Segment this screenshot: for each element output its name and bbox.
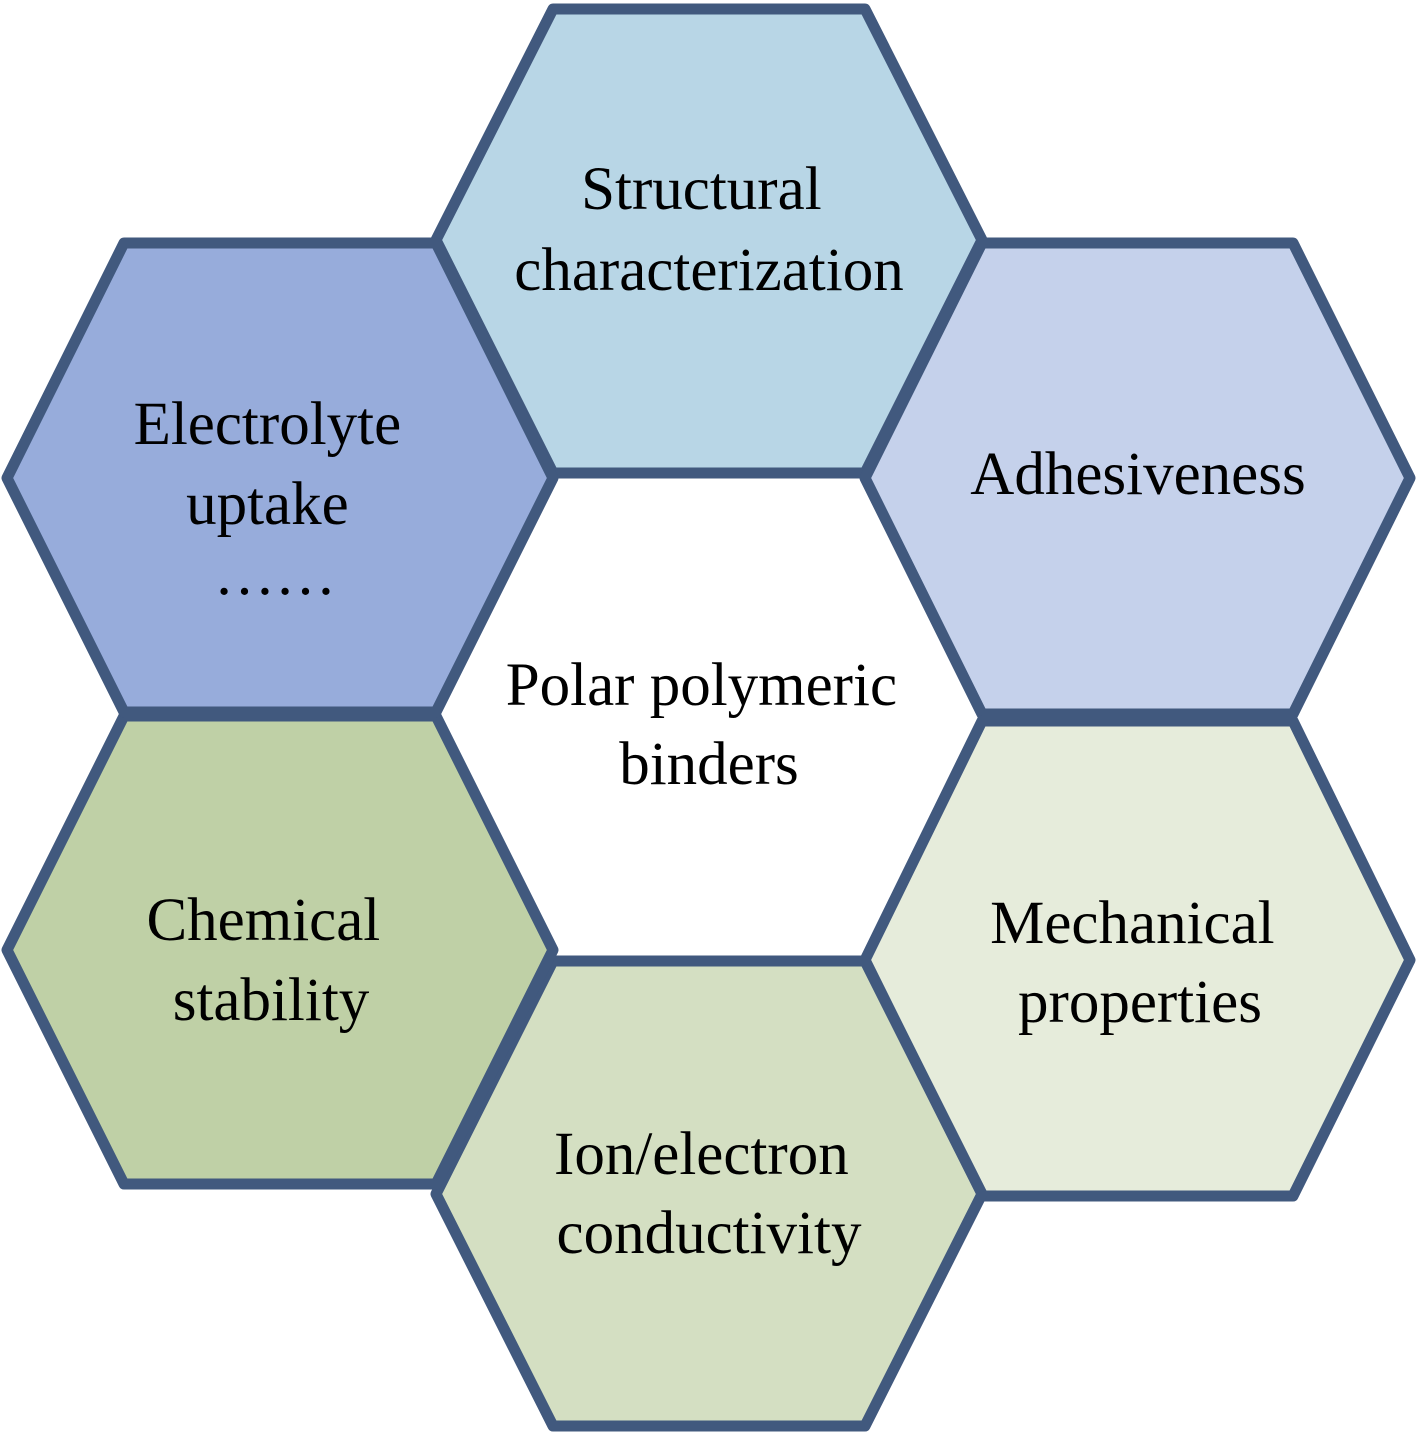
hex-label-ion-electron-conductivity: Ion/electron conductivity	[554, 1121, 864, 1267]
hex-label-mechanical-properties: Mechanical properties	[990, 890, 1290, 1036]
center-label: Polar polymeric binders	[506, 652, 913, 798]
hex-adhesiveness: Adhesiveness	[859, 237, 1416, 720]
hex-shape-electrolyte-uptake	[1, 237, 559, 718]
hex-shape-adhesiveness	[859, 237, 1416, 720]
hex-shape-ion-electron-conductivity	[430, 955, 988, 1432]
hex-chemical-stability: Chemical stability	[1, 710, 559, 1190]
hex-label-adhesiveness: Adhesiveness	[970, 441, 1305, 508]
center-title: Polar polymeric binders	[506, 652, 913, 798]
hex-label-electrolyte-uptake: Electrolyte uptake ……	[134, 391, 417, 608]
hex-electrolyte-uptake: Electrolyte uptake ……	[1, 237, 559, 718]
hex-label-chemical-stability: Chemical stability	[146, 887, 395, 1034]
hex-ion-electron-conductivity: Ion/electron conductivity	[430, 955, 988, 1432]
hex-label-structural-characterization: Structural characterization	[514, 156, 903, 304]
